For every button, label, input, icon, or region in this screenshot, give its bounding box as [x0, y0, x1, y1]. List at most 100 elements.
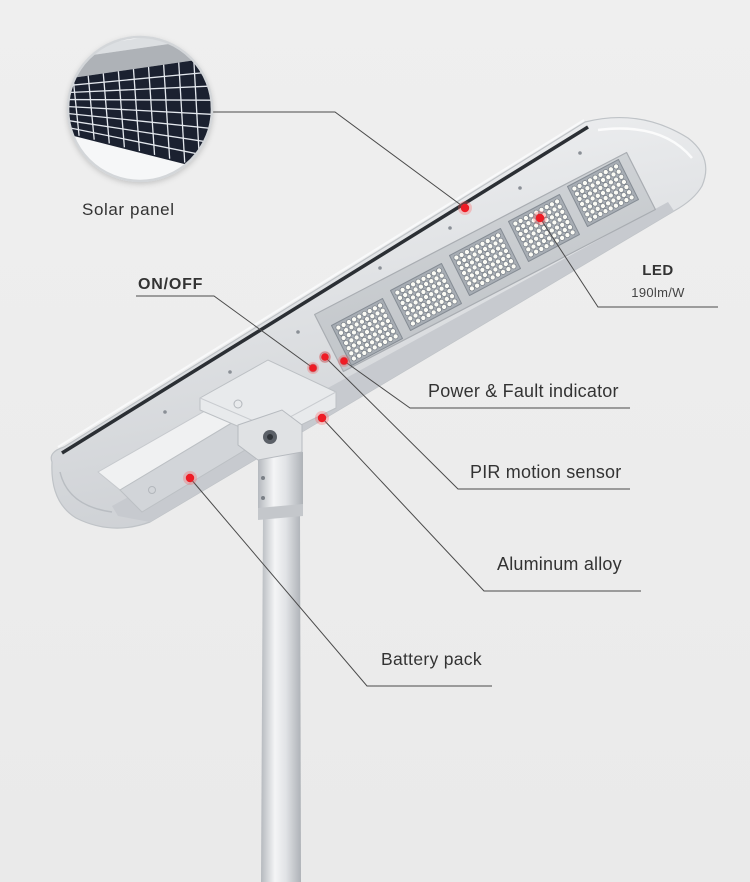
led-chip: [602, 208, 609, 214]
led-chip: [436, 267, 442, 274]
led-chip: [356, 313, 363, 320]
led-chip: [438, 272, 445, 279]
led-chip: [482, 272, 488, 278]
led-chip: [358, 331, 365, 338]
pole: [261, 512, 301, 882]
led-chip: [607, 205, 614, 212]
led-chip: [446, 288, 453, 294]
led-chip: [492, 253, 499, 260]
led-chip: [528, 238, 534, 245]
led-chip: [600, 203, 606, 209]
led-chip: [487, 243, 494, 249]
led-chip: [576, 183, 583, 189]
led-chip: [382, 326, 389, 332]
led-chip: [541, 238, 547, 244]
led-chip: [584, 198, 591, 205]
led-chip: [600, 190, 606, 196]
led-chip: [464, 249, 470, 255]
led-chip: [412, 312, 419, 319]
led-chip: [469, 285, 475, 292]
led-chip: [469, 259, 475, 266]
led-chip: [592, 200, 598, 207]
marker-led: [533, 211, 547, 225]
led-chip: [559, 209, 566, 215]
panel-grid-line: [147, 66, 156, 155]
led-chip: [410, 294, 416, 301]
panel-grid-line: [87, 75, 95, 140]
led-chip: [377, 315, 383, 322]
panel-grid-line: [117, 71, 126, 148]
led-chip: [366, 334, 373, 340]
leader-power-fault: [343, 360, 630, 409]
led-chip: [548, 227, 555, 234]
led-chip: [399, 300, 406, 306]
led-chip: [587, 190, 593, 197]
led-chip: [571, 185, 578, 192]
led-chip: [338, 329, 344, 336]
screw: [448, 226, 452, 230]
led-chip: [533, 235, 539, 242]
led-chip: [415, 278, 422, 285]
led-chip: [438, 285, 445, 292]
led-chip: [482, 259, 488, 265]
led-chip: [461, 257, 468, 263]
led-chip: [597, 198, 604, 204]
logo-icon: [148, 486, 156, 494]
led-chip: [428, 304, 434, 311]
led-chip: [628, 194, 635, 201]
led-chip: [610, 171, 617, 178]
led-chip: [348, 337, 355, 344]
led-chip: [551, 206, 558, 213]
marker-battery: [183, 471, 197, 485]
led-chip: [597, 185, 604, 191]
led-chip: [592, 187, 599, 194]
led-chip: [372, 318, 378, 325]
led-chip: [444, 283, 450, 289]
led-chip: [564, 219, 571, 225]
led-chip: [420, 302, 427, 308]
leader-pir: [324, 356, 630, 490]
led-chip: [594, 193, 601, 199]
solar-panel-edge: [61, 125, 589, 455]
led-chip: [554, 224, 560, 231]
led-chip: [361, 324, 368, 330]
led-chip: [538, 207, 545, 213]
led-chip: [497, 237, 504, 244]
led-chip: [508, 258, 514, 265]
led-chip: [556, 230, 563, 236]
led-chip: [433, 275, 440, 282]
mounting-bracket: [237, 409, 303, 520]
led-chip: [602, 169, 609, 175]
led-chip: [551, 219, 558, 226]
led-chip: [479, 280, 486, 286]
led-chip: [425, 299, 432, 305]
led-chip: [538, 246, 545, 252]
led-chip: [477, 248, 483, 255]
led-chip: [410, 307, 416, 314]
led-chip: [469, 246, 475, 253]
led-chip: [592, 213, 598, 220]
led-chip: [385, 318, 391, 324]
led-chip: [543, 217, 550, 223]
screw: [518, 186, 522, 190]
led-chip: [584, 211, 591, 218]
led-chip: [589, 182, 596, 189]
led-chip: [351, 316, 357, 323]
led-chip: [404, 297, 411, 303]
led-chip: [520, 236, 526, 242]
led-modules: [331, 159, 639, 366]
panel-grid-line: [102, 73, 110, 144]
leader-on-off: [136, 295, 314, 369]
led-chip: [425, 273, 432, 279]
led-chip: [602, 195, 609, 201]
leader-battery: [189, 477, 492, 687]
led-chip: [489, 261, 496, 268]
led-chip: [392, 333, 399, 340]
led-chip: [402, 305, 408, 311]
led-chip: [471, 264, 478, 271]
led-chip: [397, 294, 403, 301]
led-chip: [559, 235, 565, 241]
led-chip: [425, 312, 432, 319]
led-chip: [345, 345, 352, 352]
